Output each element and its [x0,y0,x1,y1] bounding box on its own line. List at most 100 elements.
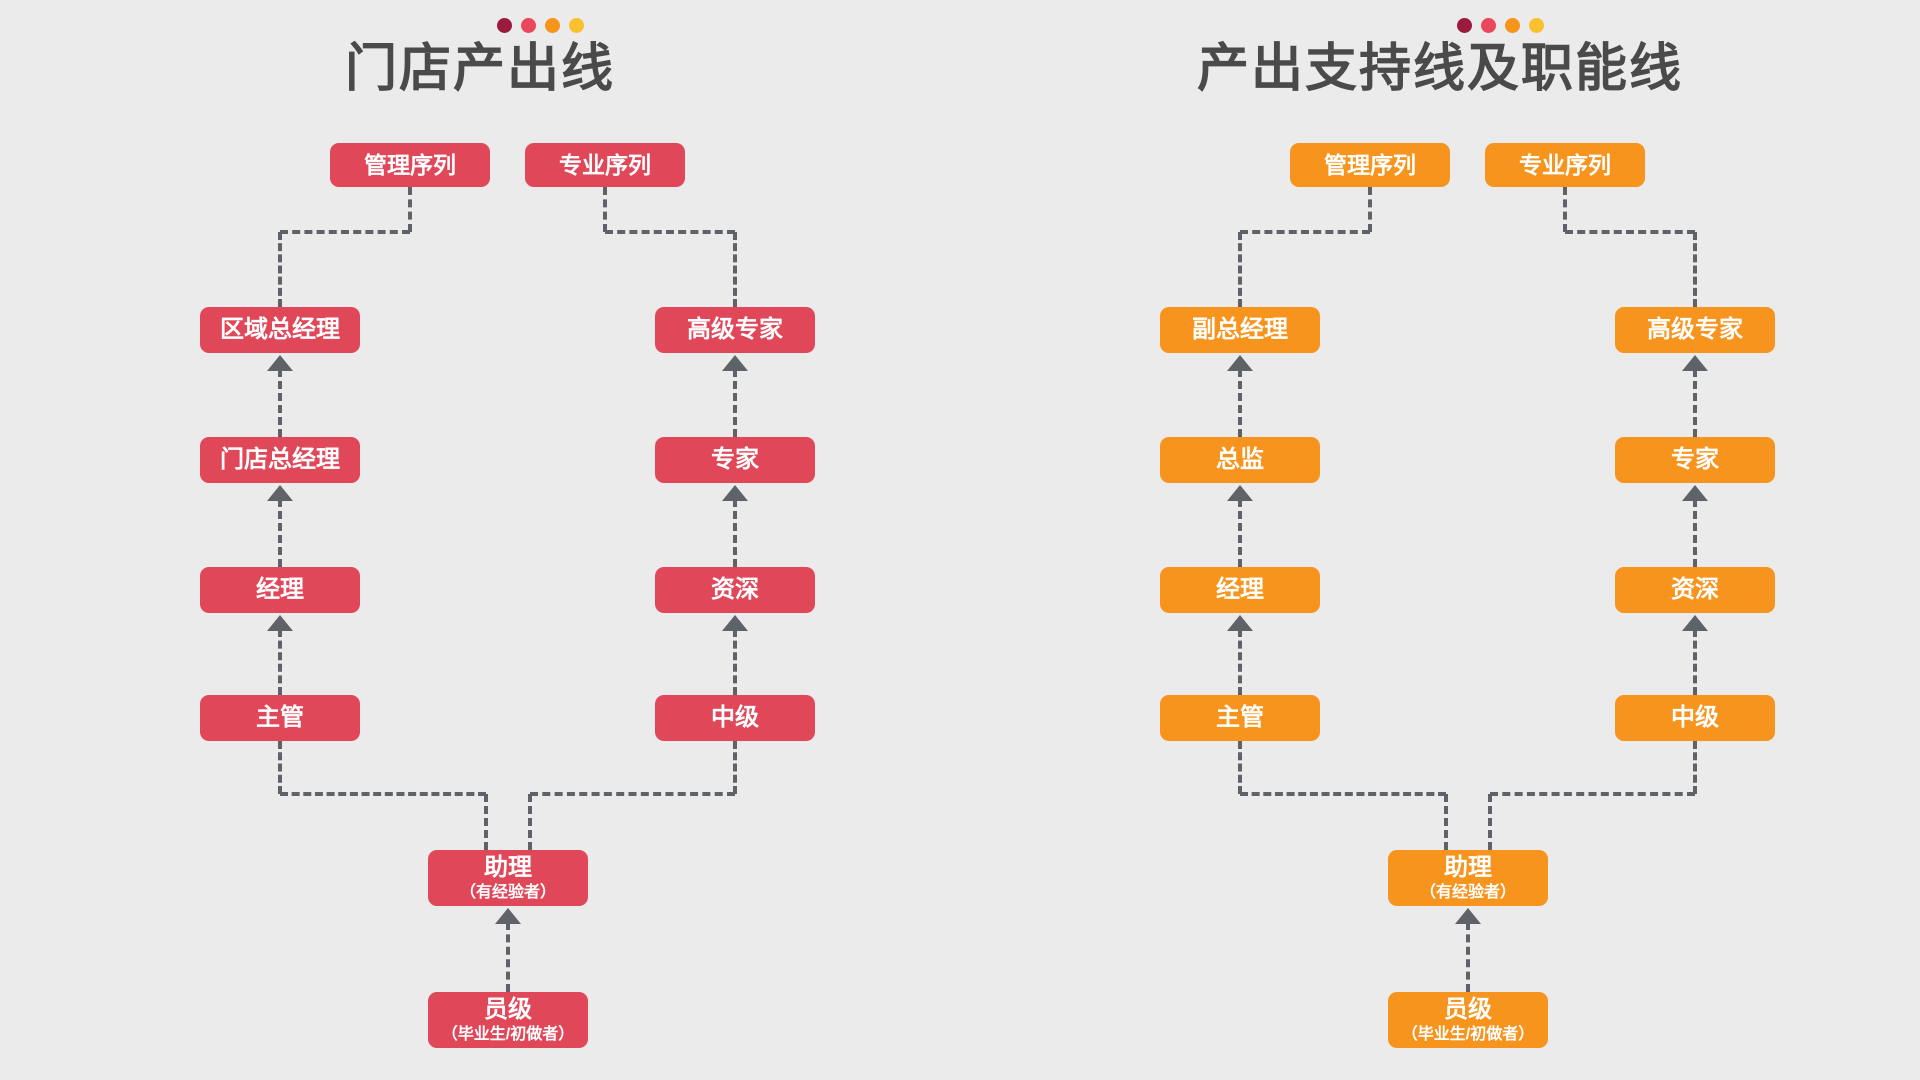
connector-professional-merge-drop [1488,794,1492,850]
management-node-connector-0 [1238,369,1242,437]
professional-node-arrow-2 [722,615,748,631]
shared-node-assistant[interactable]: 助理（有经验者） [428,850,588,906]
node-label-primary: 主管 [256,704,304,732]
connector-badge-management-drop [1238,232,1242,307]
professional-node-level-2[interactable]: 资深 [655,567,815,613]
dot-2-icon [520,18,536,33]
badge-management-sequence[interactable]: 管理序列 [1290,143,1450,187]
dot-4-icon [568,18,584,33]
professional-node-connector-1 [1693,499,1697,567]
dot-2-icon [1480,18,1496,33]
management-node-connector-0 [278,369,282,437]
connector-management-merge-elbow [280,792,486,796]
professional-node-level-1[interactable]: 中级 [1615,695,1775,741]
dot-3-icon [1504,18,1520,33]
node-label-primary: 助理 [484,854,532,882]
node-label-primary: 高级专家 [687,316,783,344]
professional-node-connector-0 [1693,369,1697,437]
management-node-arrow-1 [267,485,293,501]
connector-professional-merge-elbow [1490,792,1695,796]
node-label-primary: 中级 [711,704,759,732]
professional-node-level-1[interactable]: 中级 [655,695,815,741]
node-label-secondary: （毕业生/初做者） [441,1025,575,1043]
connector-management-merge-drop [484,794,488,850]
management-node-level-4[interactable]: 副总经理 [1160,307,1320,353]
node-label-primary: 区域总经理 [220,316,340,344]
connector-assistant-staff-arrow [1455,908,1481,924]
connector-management-merge-drop [1444,794,1448,850]
connector-assistant-staff-arrow [495,908,521,924]
professional-node-level-4[interactable]: 高级专家 [1615,307,1775,353]
connector-professional-merge-stem [1693,741,1697,794]
node-label-primary: 专家 [711,446,759,474]
panel-title-block: 产出支持线及职能线 [960,18,1920,98]
panel-title-block: 门店产出线 [0,18,960,98]
professional-node-arrow-0 [1682,355,1708,371]
management-node-level-2[interactable]: 经理 [1160,567,1320,613]
management-node-connector-2 [1238,629,1242,695]
page-title: 产出支持线及职能线 [1196,40,1683,98]
badge-management-sequence[interactable]: 管理序列 [330,143,490,187]
professional-node-level-2[interactable]: 资深 [1615,567,1775,613]
dot-4-icon [1528,18,1544,33]
connector-management-merge-stem [278,741,282,794]
node-label-primary: 副总经理 [1192,316,1288,344]
connector-professional-merge-drop [528,794,532,850]
professional-node-level-3[interactable]: 专家 [655,437,815,483]
management-node-connector-2 [278,629,282,695]
node-label-secondary: （有经验者） [459,883,556,901]
badge-professional-sequence[interactable]: 专业序列 [1485,143,1645,187]
management-node-arrow-1 [1227,485,1253,501]
page-title: 门店产出线 [344,40,615,98]
node-label-secondary: （有经验者） [1419,883,1516,901]
node-label-primary: 资深 [711,576,759,604]
node-label-primary: 员级 [1444,996,1492,1024]
management-node-connector-1 [278,499,282,567]
connector-badge-management-elbow [1240,230,1370,234]
node-label-primary: 专家 [1671,446,1719,474]
management-node-arrow-0 [267,355,293,371]
node-label-primary: 助理 [1444,854,1492,882]
connector-badge-management-stem [408,187,412,232]
professional-node-arrow-1 [1682,485,1708,501]
management-node-level-1[interactable]: 主管 [1160,695,1320,741]
node-label-primary: 主管 [1216,704,1264,732]
professional-node-arrow-0 [722,355,748,371]
shared-node-staff[interactable]: 员级（毕业生/初做者） [428,992,588,1048]
professional-node-level-3[interactable]: 专家 [1615,437,1775,483]
professional-node-connector-0 [733,369,737,437]
shared-node-staff[interactable]: 员级（毕业生/初做者） [1388,992,1548,1048]
management-node-connector-1 [1238,499,1242,567]
node-label-primary: 经理 [1216,576,1264,604]
connector-professional-merge-elbow [530,792,735,796]
management-node-level-3[interactable]: 总监 [1160,437,1320,483]
connector-badge-professional-drop [733,232,737,307]
career-panel-support-and-function-line: 产出支持线及职能线管理序列专业序列副总经理总监经理主管 高级专家专家资深中级助理（… [960,0,1920,1080]
professional-node-arrow-2 [1682,615,1708,631]
decorative-dots [960,18,1920,33]
management-node-level-3[interactable]: 门店总经理 [200,437,360,483]
connector-badge-professional-elbow [1565,230,1695,234]
management-node-level-1[interactable]: 主管 [200,695,360,741]
management-node-arrow-2 [267,615,293,631]
decorative-dots [0,18,960,33]
connector-badge-management-drop [278,232,282,307]
professional-node-connector-2 [733,629,737,695]
node-label-primary: 管理序列 [364,151,456,178]
shared-node-assistant[interactable]: 助理（有经验者） [1388,850,1548,906]
dot-3-icon [544,18,560,33]
node-label-primary: 中级 [1671,704,1719,732]
connector-badge-professional-elbow [605,230,735,234]
management-node-level-2[interactable]: 经理 [200,567,360,613]
node-label-primary: 经理 [256,576,304,604]
badge-professional-sequence[interactable]: 专业序列 [525,143,685,187]
connector-badge-professional-stem [603,187,607,232]
professional-node-connector-2 [1693,629,1697,695]
management-node-level-4[interactable]: 区域总经理 [200,307,360,353]
connector-management-merge-stem [1238,741,1242,794]
node-label-primary: 专业序列 [559,151,651,178]
professional-node-level-4[interactable]: 高级专家 [655,307,815,353]
connector-badge-management-stem [1368,187,1372,232]
career-panel-store-output-line: 门店产出线管理序列专业序列区域总经理门店总经理经理主管高级专家专家资深中级助理（… [0,18,960,1048]
